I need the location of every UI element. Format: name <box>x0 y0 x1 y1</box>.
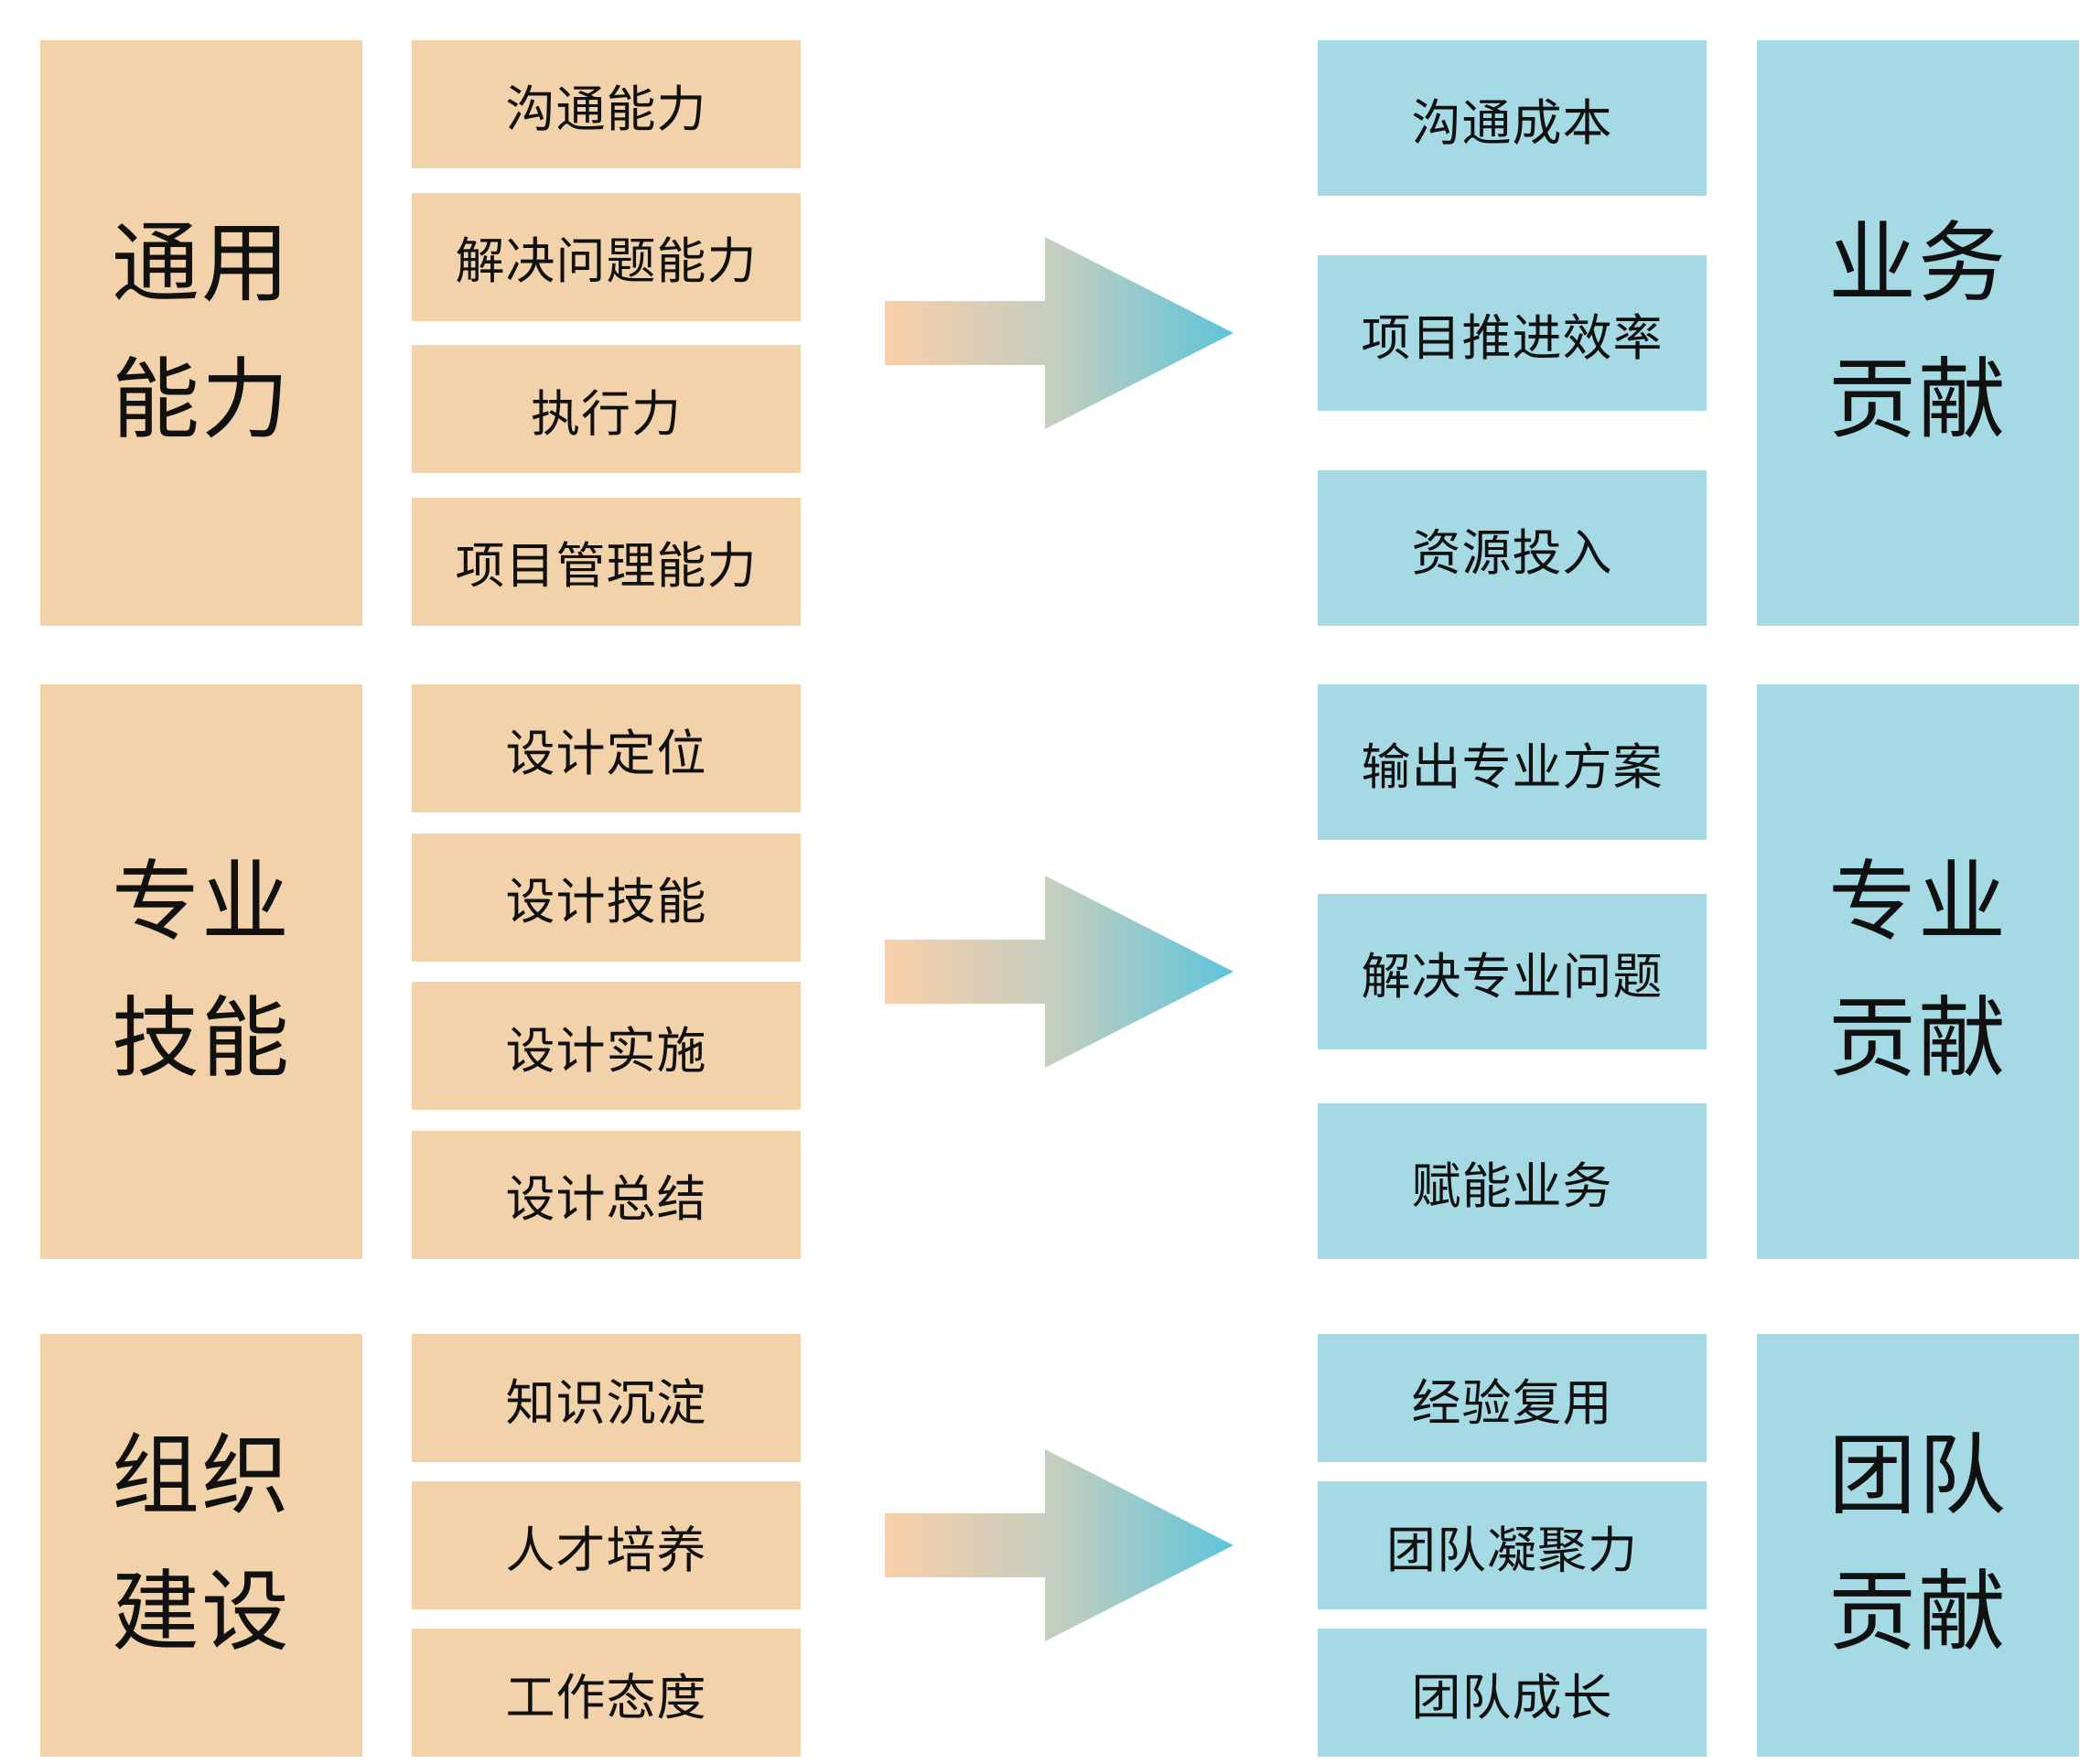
title-line: 贡献 <box>1828 990 2008 1088</box>
result-items-column: 沟通成本 项目推进效率 资源投入 <box>1318 40 1707 626</box>
source-item: 人才培养 <box>412 1481 801 1609</box>
source-category-label: 专业 技能 <box>112 835 291 1108</box>
mapping-row-professional-skill: 专业 技能 设计定位 设计技能 设计实施 设计总结 输出专业方案 解决专业问题 … <box>40 684 2079 1259</box>
title-line: 技能 <box>112 990 291 1088</box>
source-item: 项目管理能力 <box>412 497 801 626</box>
right-arrow-icon <box>885 237 1234 429</box>
source-category-box: 通用 能力 <box>40 40 362 626</box>
title-line: 建设 <box>112 1564 291 1662</box>
result-item: 解决专业问题 <box>1318 894 1707 1049</box>
result-item: 赋能业务 <box>1318 1103 1707 1259</box>
title-line: 专业 <box>112 854 291 952</box>
target-category-label: 专业 贡献 <box>1828 835 2008 1108</box>
arrow-zone <box>801 684 1318 1259</box>
result-items-column: 经验复用 团队凝聚力 团队成长 <box>1318 1334 1707 1757</box>
source-item: 工作态度 <box>412 1629 801 1757</box>
source-category-label: 组织 建设 <box>112 1409 291 1682</box>
mapping-row-organization-building: 组织 建设 知识沉淀 人才培养 工作态度 经验复用 团队凝聚力 团队成长 团队 … <box>40 1334 2079 1757</box>
result-item: 团队成长 <box>1318 1629 1707 1757</box>
title-line: 贡献 <box>1828 1564 2008 1662</box>
result-item: 沟通成本 <box>1318 40 1707 196</box>
source-item: 设计总结 <box>412 1130 801 1259</box>
source-items-column: 沟通能力 解决问题能力 执行力 项目管理能力 <box>412 40 801 626</box>
right-arrow-icon <box>885 876 1234 1068</box>
target-category-box: 业务 贡献 <box>1757 40 2079 626</box>
mapping-row-general-ability: 通用 能力 沟通能力 解决问题能力 执行力 项目管理能力 沟通成本 项目推进效率… <box>40 40 2079 626</box>
result-item: 经验复用 <box>1318 1334 1707 1462</box>
title-line: 贡献 <box>1828 351 2008 449</box>
right-arrow-icon <box>885 1449 1234 1641</box>
title-line: 业务 <box>1828 215 2008 314</box>
title-line: 组织 <box>112 1427 291 1526</box>
result-items-column: 输出专业方案 解决专业问题 赋能业务 <box>1318 684 1707 1259</box>
result-item: 项目推进效率 <box>1318 255 1707 411</box>
target-category-label: 团队 贡献 <box>1828 1409 2008 1682</box>
result-item: 团队凝聚力 <box>1318 1481 1707 1609</box>
source-item: 沟通能力 <box>412 40 801 168</box>
source-item: 设计定位 <box>412 684 801 812</box>
source-item: 执行力 <box>412 345 801 474</box>
title-line: 团队 <box>1828 1427 2008 1526</box>
target-category-box: 专业 贡献 <box>1757 684 2079 1259</box>
arrow-zone <box>801 40 1318 626</box>
source-category-box: 专业 技能 <box>40 684 362 1259</box>
source-item: 知识沉淀 <box>412 1334 801 1462</box>
title-line: 专业 <box>1828 854 2008 952</box>
title-line: 能力 <box>112 351 291 449</box>
arrow-zone <box>801 1334 1318 1757</box>
source-items-column: 知识沉淀 人才培养 工作态度 <box>412 1334 801 1757</box>
source-category-box: 组织 建设 <box>40 1334 362 1757</box>
source-items-column: 设计定位 设计技能 设计实施 设计总结 <box>412 684 801 1259</box>
source-item: 解决问题能力 <box>412 192 801 321</box>
source-category-label: 通用 能力 <box>112 197 291 469</box>
target-category-label: 业务 贡献 <box>1828 197 2008 469</box>
title-line: 通用 <box>112 215 291 314</box>
result-item: 输出专业方案 <box>1318 684 1707 840</box>
target-category-box: 团队 贡献 <box>1757 1334 2079 1757</box>
source-item: 设计实施 <box>412 982 801 1111</box>
source-item: 设计技能 <box>412 833 801 962</box>
result-item: 资源投入 <box>1318 470 1707 626</box>
